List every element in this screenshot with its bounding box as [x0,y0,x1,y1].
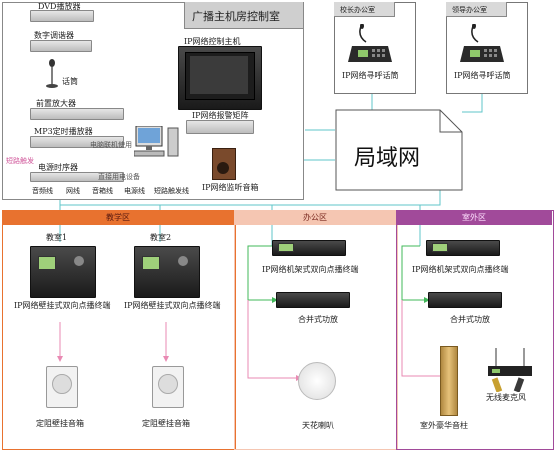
outdoor-amplifier-label: 合并式功放 [450,315,490,324]
zone-teaching-title: 教学区 [106,213,130,222]
computer-icon [134,126,179,157]
principal-office-title-box [334,2,395,17]
classroom-1-speaker-grille [52,374,72,394]
classroom-1-terminal-label: IP网络壁挂式双向点播终端 [14,301,111,310]
classroom-1-speaker-label: 定阻壁挂音箱 [36,419,84,428]
monitor-speaker-label: IP网络监听音箱 [202,183,259,192]
control-room-title: 广播主机房控制室 [192,10,280,23]
classroom-1-label: 教室1 [46,233,68,242]
zone-outdoor-title: 室外区 [462,213,486,222]
power-sequencer-label: 电源时序器 [38,163,78,172]
office-rack-terminal-screen [278,243,294,252]
ip-alarm-matrix-label: IP网络报警矩阵 [192,111,249,120]
power-control-note: 直接用电设备 [98,173,140,181]
principal-office-device-label: IP网络寻呼话筒 [342,71,399,80]
outdoor-column-speaker [440,346,458,416]
office-amplifier-label: 合并式功放 [298,315,338,324]
classroom-2-knob [178,256,188,266]
leader-office-title-box [446,2,507,17]
digital-tuner-label: 数字调谐器 [34,31,74,40]
classroom-2-label: 教室2 [150,233,172,242]
power-sequencer [30,172,124,182]
legend-power: 电源线 [124,187,145,195]
dvd-player-label: DVD播放器 [38,2,81,11]
office-amplifier [276,292,350,308]
dvd-player [30,10,94,22]
classroom-1-knob [74,256,84,266]
mp3-timer-player [30,136,124,148]
leader-office-device-label: IP网络寻呼话筒 [454,71,511,80]
host-screen-display [190,56,248,94]
monitor-speaker-cone [217,162,229,174]
wireless-microphone-icon [488,348,532,392]
control-room-title-box [184,2,303,29]
outdoor-rack-terminal-label: IP网络机架式双向点播终端 [412,265,509,274]
paging-microphone-icon [348,24,392,62]
principal-office-title: 校长办公室 [340,6,375,14]
outdoor-rack-terminal-screen [432,243,448,252]
classroom-1-terminal-screen [38,256,56,270]
microphone-icon [46,59,58,88]
wireless-microphone-label: 无线麦克风 [486,393,526,402]
zone-band-teaching-header [2,210,234,225]
ceiling-speaker-label: 天花喇叭 [302,421,334,430]
leader-office-title: 领导办公室 [452,6,487,14]
preamplifier [30,108,124,120]
zone-band-office-header [234,210,396,225]
preamplifier-label: 前置放大器 [36,99,76,108]
alarm-signal-note: 短路触发 [6,157,34,165]
classroom-2-speaker-label: 定阻壁挂音箱 [142,419,190,428]
zone-office-title: 办公区 [303,213,327,222]
office-rack-terminal-label: IP网络机架式双向点播终端 [262,265,359,274]
digital-tuner [30,40,92,52]
legend-audio: 音频线 [32,187,53,195]
ip-alarm-matrix [186,120,254,134]
classroom-2-speaker-grille [158,374,178,394]
pc-link-note: 电脑联机使用 [90,141,132,149]
classroom-2-terminal [134,246,200,298]
legend-short-trigger: 短路触发线 [154,187,189,195]
legend-speaker: 音箱线 [92,187,113,195]
classroom-1-terminal [30,246,96,298]
lan-label: 局域网 [354,146,421,171]
ip-network-host-label: IP网络控制主机 [184,37,241,46]
microphone-label: 话筒 [62,77,78,86]
classroom-2-terminal-label: IP网络壁挂式双向点播终端 [124,301,221,310]
outdoor-amplifier [428,292,502,308]
lan-box [335,109,463,191]
outdoor-column-speaker-label: 室外豪华音柱 [420,421,468,430]
monitor-speaker-icon [212,148,236,180]
zone-band-outdoor-header [396,210,552,225]
ceiling-speaker [298,362,336,400]
classroom-2-terminal-screen [142,256,160,270]
paging-microphone-icon-2 [460,24,504,62]
mp3-timer-player-label: MP3定时播放器 [34,127,93,136]
legend-network: 网线 [66,187,80,195]
